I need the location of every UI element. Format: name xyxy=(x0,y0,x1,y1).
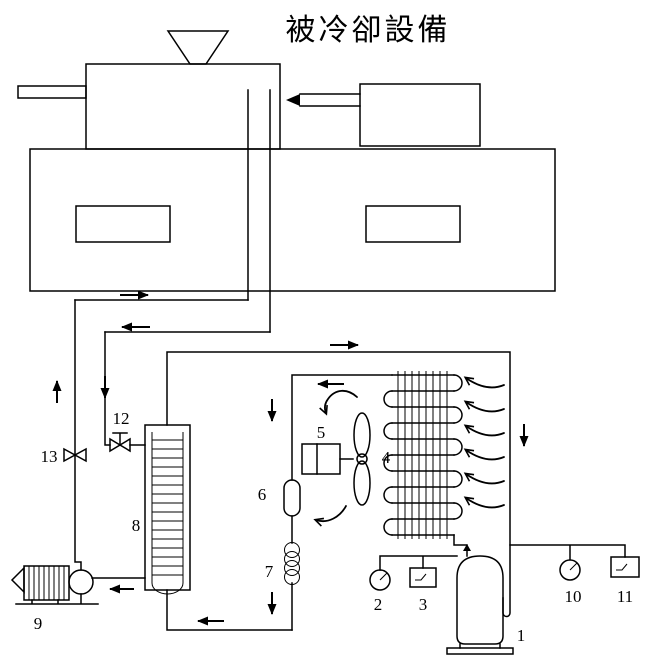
hopper-funnel xyxy=(166,30,230,65)
label-pressure-switch: 3 xyxy=(419,595,428,614)
pump-base xyxy=(15,593,99,605)
air-arrow-5 xyxy=(463,472,505,485)
switch-11 xyxy=(610,556,640,578)
water-piping xyxy=(74,89,271,579)
condenser-tubes xyxy=(391,374,455,536)
valve-13-right-wedge xyxy=(73,447,87,463)
nozzle-tip xyxy=(286,94,300,106)
refrigerant-piping xyxy=(166,351,626,631)
switch-3-box xyxy=(409,567,437,588)
fan-swirl-arrow-bottom xyxy=(313,505,347,527)
coil-loop-2 xyxy=(284,551,300,567)
valve-12-left-wedge xyxy=(109,437,122,453)
gauge-10-needle xyxy=(569,562,578,571)
fan-motor-box xyxy=(301,443,341,475)
evaporator-feed-line xyxy=(166,589,293,631)
component-labels: 1 2 3 4 5 6 7 8 9 10 11 12 13 xyxy=(34,409,633,645)
label-compressor: 1 xyxy=(517,626,526,645)
pump-volute xyxy=(68,569,94,595)
label-heat-exchanger: 8 xyxy=(132,516,141,535)
coil-loop-3 xyxy=(284,560,300,576)
discharge-line xyxy=(453,534,468,557)
liquid-line xyxy=(291,374,393,631)
valve-12-handle xyxy=(112,432,128,446)
machine-body-right xyxy=(359,83,481,147)
label-receiver-drier: 6 xyxy=(258,485,267,504)
heat-exchanger xyxy=(144,424,191,595)
condenser-left-bends xyxy=(383,390,393,536)
compressor-feet xyxy=(459,643,501,649)
label-valve-12: 12 xyxy=(113,409,130,428)
air-arrow-1 xyxy=(463,376,505,389)
switch-11-contact xyxy=(616,563,628,571)
compressor-service-valve xyxy=(463,544,471,551)
air-arrow-2 xyxy=(463,400,505,413)
valve-13 xyxy=(63,447,87,463)
valve-13-left-wedge xyxy=(63,447,77,463)
label-fan-motor: 5 xyxy=(317,423,326,442)
air-arrow-6 xyxy=(463,496,505,509)
compressor-base-plate xyxy=(446,647,514,655)
nozzle-barrel xyxy=(299,93,361,107)
pump-motor-body xyxy=(23,565,70,601)
valve-12-right-wedge xyxy=(118,437,131,453)
capillary-coil xyxy=(284,542,300,585)
base-window-left xyxy=(75,205,171,243)
compressor xyxy=(446,544,514,655)
fan-blade-bottom xyxy=(353,460,371,506)
supply-return-headers xyxy=(74,299,271,333)
compressor-body xyxy=(456,555,504,645)
label-pressure-gauge: 2 xyxy=(374,595,383,614)
condenser xyxy=(383,371,463,539)
fan-blade-top xyxy=(353,412,371,458)
machine-arm xyxy=(17,85,87,99)
label-gauge-10: 10 xyxy=(565,587,582,606)
base-window-right xyxy=(365,205,461,243)
pump-discharge-pipe xyxy=(74,299,82,571)
pressure-gauge-2 xyxy=(369,569,391,591)
exchanger-coil-rungs xyxy=(152,439,183,576)
gauge-10 xyxy=(559,559,581,581)
fan-assembly xyxy=(301,412,371,506)
fan-hub xyxy=(356,453,368,465)
return-pipe-to-exchanger xyxy=(104,331,146,446)
label-capillary-coil: 7 xyxy=(265,562,274,581)
fan-swirl-arrow-top xyxy=(319,389,358,416)
pump-motor-cap xyxy=(10,566,25,594)
exchanger-coil-rails xyxy=(151,432,184,583)
label-valve-13: 13 xyxy=(41,447,58,466)
pump xyxy=(10,565,99,605)
diagram-title: 被冷卻設備 xyxy=(286,13,451,48)
instrument-branch-line xyxy=(509,544,626,560)
gauge-2-dial xyxy=(369,569,391,591)
valve-12 xyxy=(109,432,131,453)
coil-loop-4 xyxy=(284,569,300,585)
machine-body-left xyxy=(85,63,281,150)
flow-arrows xyxy=(52,290,529,626)
switch-11-box xyxy=(610,556,640,578)
switch-3-contact xyxy=(415,573,427,581)
air-arrow-3 xyxy=(463,424,505,437)
air-arrow-4 xyxy=(463,448,505,461)
air-arrows xyxy=(313,376,505,527)
cooled-equipment xyxy=(17,30,556,292)
coil-loop-1 xyxy=(284,542,300,558)
label-switch-11: 11 xyxy=(617,587,633,606)
pump-motor-fins xyxy=(28,566,65,600)
label-fan: 4 xyxy=(382,448,391,467)
machine-riser-pipes xyxy=(247,89,271,333)
condenser-right-bends xyxy=(453,374,463,520)
gauge-10-dial xyxy=(559,559,581,581)
label-pump: 9 xyxy=(34,614,43,633)
pressure-switch-3 xyxy=(409,567,437,588)
gauge-branch-line xyxy=(379,555,458,571)
machine-base xyxy=(29,148,556,292)
receiver-drier xyxy=(283,479,301,517)
gauge-2-needle xyxy=(379,572,388,581)
